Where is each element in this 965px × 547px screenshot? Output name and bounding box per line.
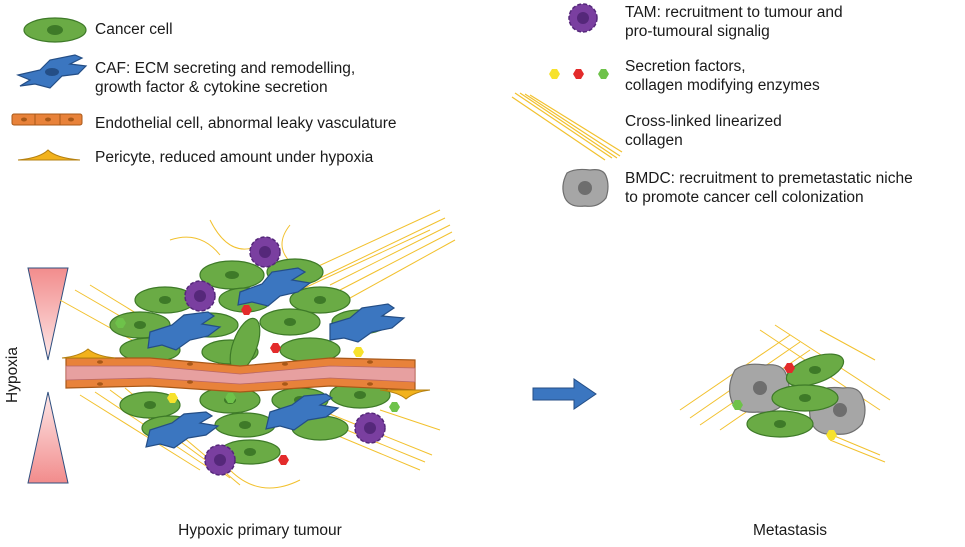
pericyte-icon (17, 149, 81, 161)
collagen-fibers-icon (511, 92, 623, 161)
endothelial-cell-icon (11, 113, 83, 126)
legend-pericyte: Pericyte, reduced amount under hypoxia (95, 149, 374, 166)
caf-cell-icon (16, 54, 88, 89)
legend-endothelial: Endothelial cell, abnormal leaky vascula… (95, 115, 397, 132)
tumour-tam-nuclei (194, 246, 376, 466)
progression-arrow (532, 378, 597, 410)
bmdc-cell-icon (562, 168, 609, 207)
metastasis (679, 324, 891, 463)
legend-collagen: Cross-linked linearized collagen (625, 113, 782, 149)
legend-tam: TAM: recruitment to tumour and pro-tumou… (625, 4, 843, 40)
tam-cell-icon (568, 3, 598, 33)
metastasis-label: Metastasis (752, 522, 828, 539)
tumour-pericytes (61, 348, 431, 400)
secretion-factors-icon (549, 69, 609, 79)
tumour-vessel (65, 357, 416, 393)
primary-tumour (59, 209, 456, 489)
cancer-cell-icon (23, 17, 87, 43)
tumour-secretion-factors (115, 305, 400, 465)
legend-secretion-factors: Secretion factors, collagen modifying en… (625, 58, 820, 94)
primary-tumour-label: Hypoxic primary tumour (178, 522, 342, 539)
metastasis-secretion-factors (732, 363, 837, 440)
hypoxia-label: Hypoxia (4, 347, 21, 403)
legend-bmdc: BMDC: recruitment to premetastatic niche… (625, 170, 913, 206)
legend-cancer-cell: Cancer cell (95, 21, 173, 38)
legend-caf: CAF: ECM secreting and remodelling, grow… (95, 60, 356, 96)
hypoxia-gradient-top (27, 267, 69, 361)
hypoxia-gradient-bottom (27, 391, 69, 484)
tumour-caf-cells (145, 267, 406, 449)
